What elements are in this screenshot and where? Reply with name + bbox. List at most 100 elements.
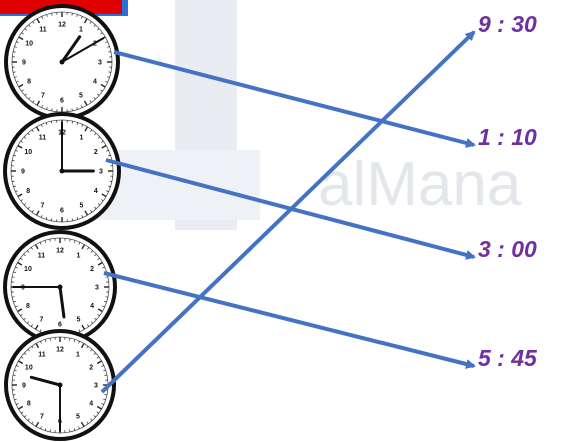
clock-tick xyxy=(31,421,34,425)
clock-tick xyxy=(101,403,104,405)
clock-tick xyxy=(49,337,51,341)
clock-tick xyxy=(12,394,16,396)
clock-tick xyxy=(12,374,16,376)
clock-tick xyxy=(105,41,108,43)
clock-tick xyxy=(13,271,16,273)
clock-tick xyxy=(97,136,101,139)
clock-face[interactable]: 121234567891011 xyxy=(4,329,116,441)
time-label[interactable]: 1 : 10 xyxy=(478,124,537,150)
clock-tick xyxy=(89,100,92,103)
clock-tick xyxy=(15,266,18,269)
clock-tick xyxy=(90,321,94,324)
clock-tick xyxy=(106,190,109,193)
clock-tick xyxy=(104,301,107,303)
clock-numeral: 2 xyxy=(90,266,94,273)
clock-tick xyxy=(96,411,100,414)
clock-numeral: 11 xyxy=(39,27,47,34)
clock-tick xyxy=(81,324,86,330)
clock-tick xyxy=(105,296,109,298)
clock-tick xyxy=(13,154,16,157)
clock-tick xyxy=(101,140,104,143)
clock-tick xyxy=(16,365,19,367)
clock-tick xyxy=(13,301,16,303)
hour-hand xyxy=(60,35,82,64)
clock-tick xyxy=(36,18,41,24)
clock-tick xyxy=(14,398,17,401)
clock-tick xyxy=(30,247,33,250)
clock-tick xyxy=(90,129,93,132)
clock-tick xyxy=(108,51,111,53)
clock-center-pin xyxy=(59,168,65,174)
clock-tick xyxy=(16,81,19,83)
clock-tick xyxy=(83,100,88,106)
clock-tick xyxy=(40,426,42,429)
clock-face[interactable]: 121234567891011 xyxy=(3,230,117,344)
clock-tick xyxy=(106,149,109,152)
clock-tick xyxy=(102,305,105,308)
clock-tick xyxy=(44,240,46,243)
clock-tick xyxy=(36,100,41,106)
clock-numeral: 7 xyxy=(40,317,44,324)
match-arrow xyxy=(100,30,476,394)
clock-tick xyxy=(27,349,30,352)
time-label[interactable]: 3 : 00 xyxy=(478,236,537,262)
minute-hand xyxy=(61,37,105,63)
clock-numeral: 3 xyxy=(94,383,98,390)
clock-numeral: 4 xyxy=(94,188,98,195)
clock-tick xyxy=(24,352,27,355)
clock-tick xyxy=(94,317,97,321)
clock-tick xyxy=(69,238,71,242)
clock-tick xyxy=(46,14,48,17)
clock-numeral: 8 xyxy=(26,188,30,195)
clock-tick xyxy=(86,421,89,425)
clock-tick xyxy=(20,199,23,202)
clock-tick xyxy=(81,105,83,108)
clock-tick xyxy=(86,345,89,349)
clock-tick xyxy=(11,296,15,298)
clock-tick xyxy=(31,210,34,213)
clock-tick xyxy=(87,324,90,327)
clock-tick xyxy=(101,199,104,202)
clock-numeral: 1 xyxy=(77,252,81,259)
clock-tick xyxy=(20,411,24,414)
clock-tick xyxy=(23,317,26,321)
clock-tick xyxy=(97,93,100,96)
clock-tick xyxy=(34,324,39,330)
match-arrow xyxy=(103,271,476,369)
clock-tick xyxy=(14,46,17,48)
clock-tick xyxy=(100,89,103,92)
clock-tick xyxy=(93,24,96,27)
clock-tick xyxy=(23,253,26,257)
clock-tick xyxy=(20,140,23,143)
clock-tick xyxy=(101,365,104,367)
clock-tick xyxy=(49,238,51,242)
clock-numeral: 1 xyxy=(80,135,84,142)
clock-tick xyxy=(26,321,30,324)
clock-tick xyxy=(17,308,23,313)
clock-face[interactable]: 121234567891011 xyxy=(4,4,120,120)
clock-numeral: 7 xyxy=(41,202,45,209)
clock-tick xyxy=(15,190,18,193)
clock-tick xyxy=(81,215,84,218)
clock-face[interactable]: 121234567891011 xyxy=(3,112,121,230)
clock-tick xyxy=(84,210,89,216)
clock-numeral: 12 xyxy=(58,22,66,29)
clock-tick xyxy=(90,418,93,421)
clock-tick xyxy=(103,398,106,401)
time-label[interactable]: 9 : 30 xyxy=(478,11,537,37)
clock-tick xyxy=(69,429,71,433)
match-arrows xyxy=(100,30,476,394)
clock-tick xyxy=(93,97,96,100)
clock-tick xyxy=(20,314,23,317)
time-label[interactable]: 5 : 45 xyxy=(478,345,538,371)
clock-tick xyxy=(18,83,24,88)
clock-tick xyxy=(94,132,97,136)
clock-tick xyxy=(71,218,73,221)
clock-tick xyxy=(39,329,42,332)
clock-tick xyxy=(23,136,27,139)
clock-tick xyxy=(80,421,85,427)
clock-tick xyxy=(89,21,92,24)
clock-tick xyxy=(27,206,30,210)
clock-tick xyxy=(44,428,47,431)
clock-tick xyxy=(103,369,106,372)
